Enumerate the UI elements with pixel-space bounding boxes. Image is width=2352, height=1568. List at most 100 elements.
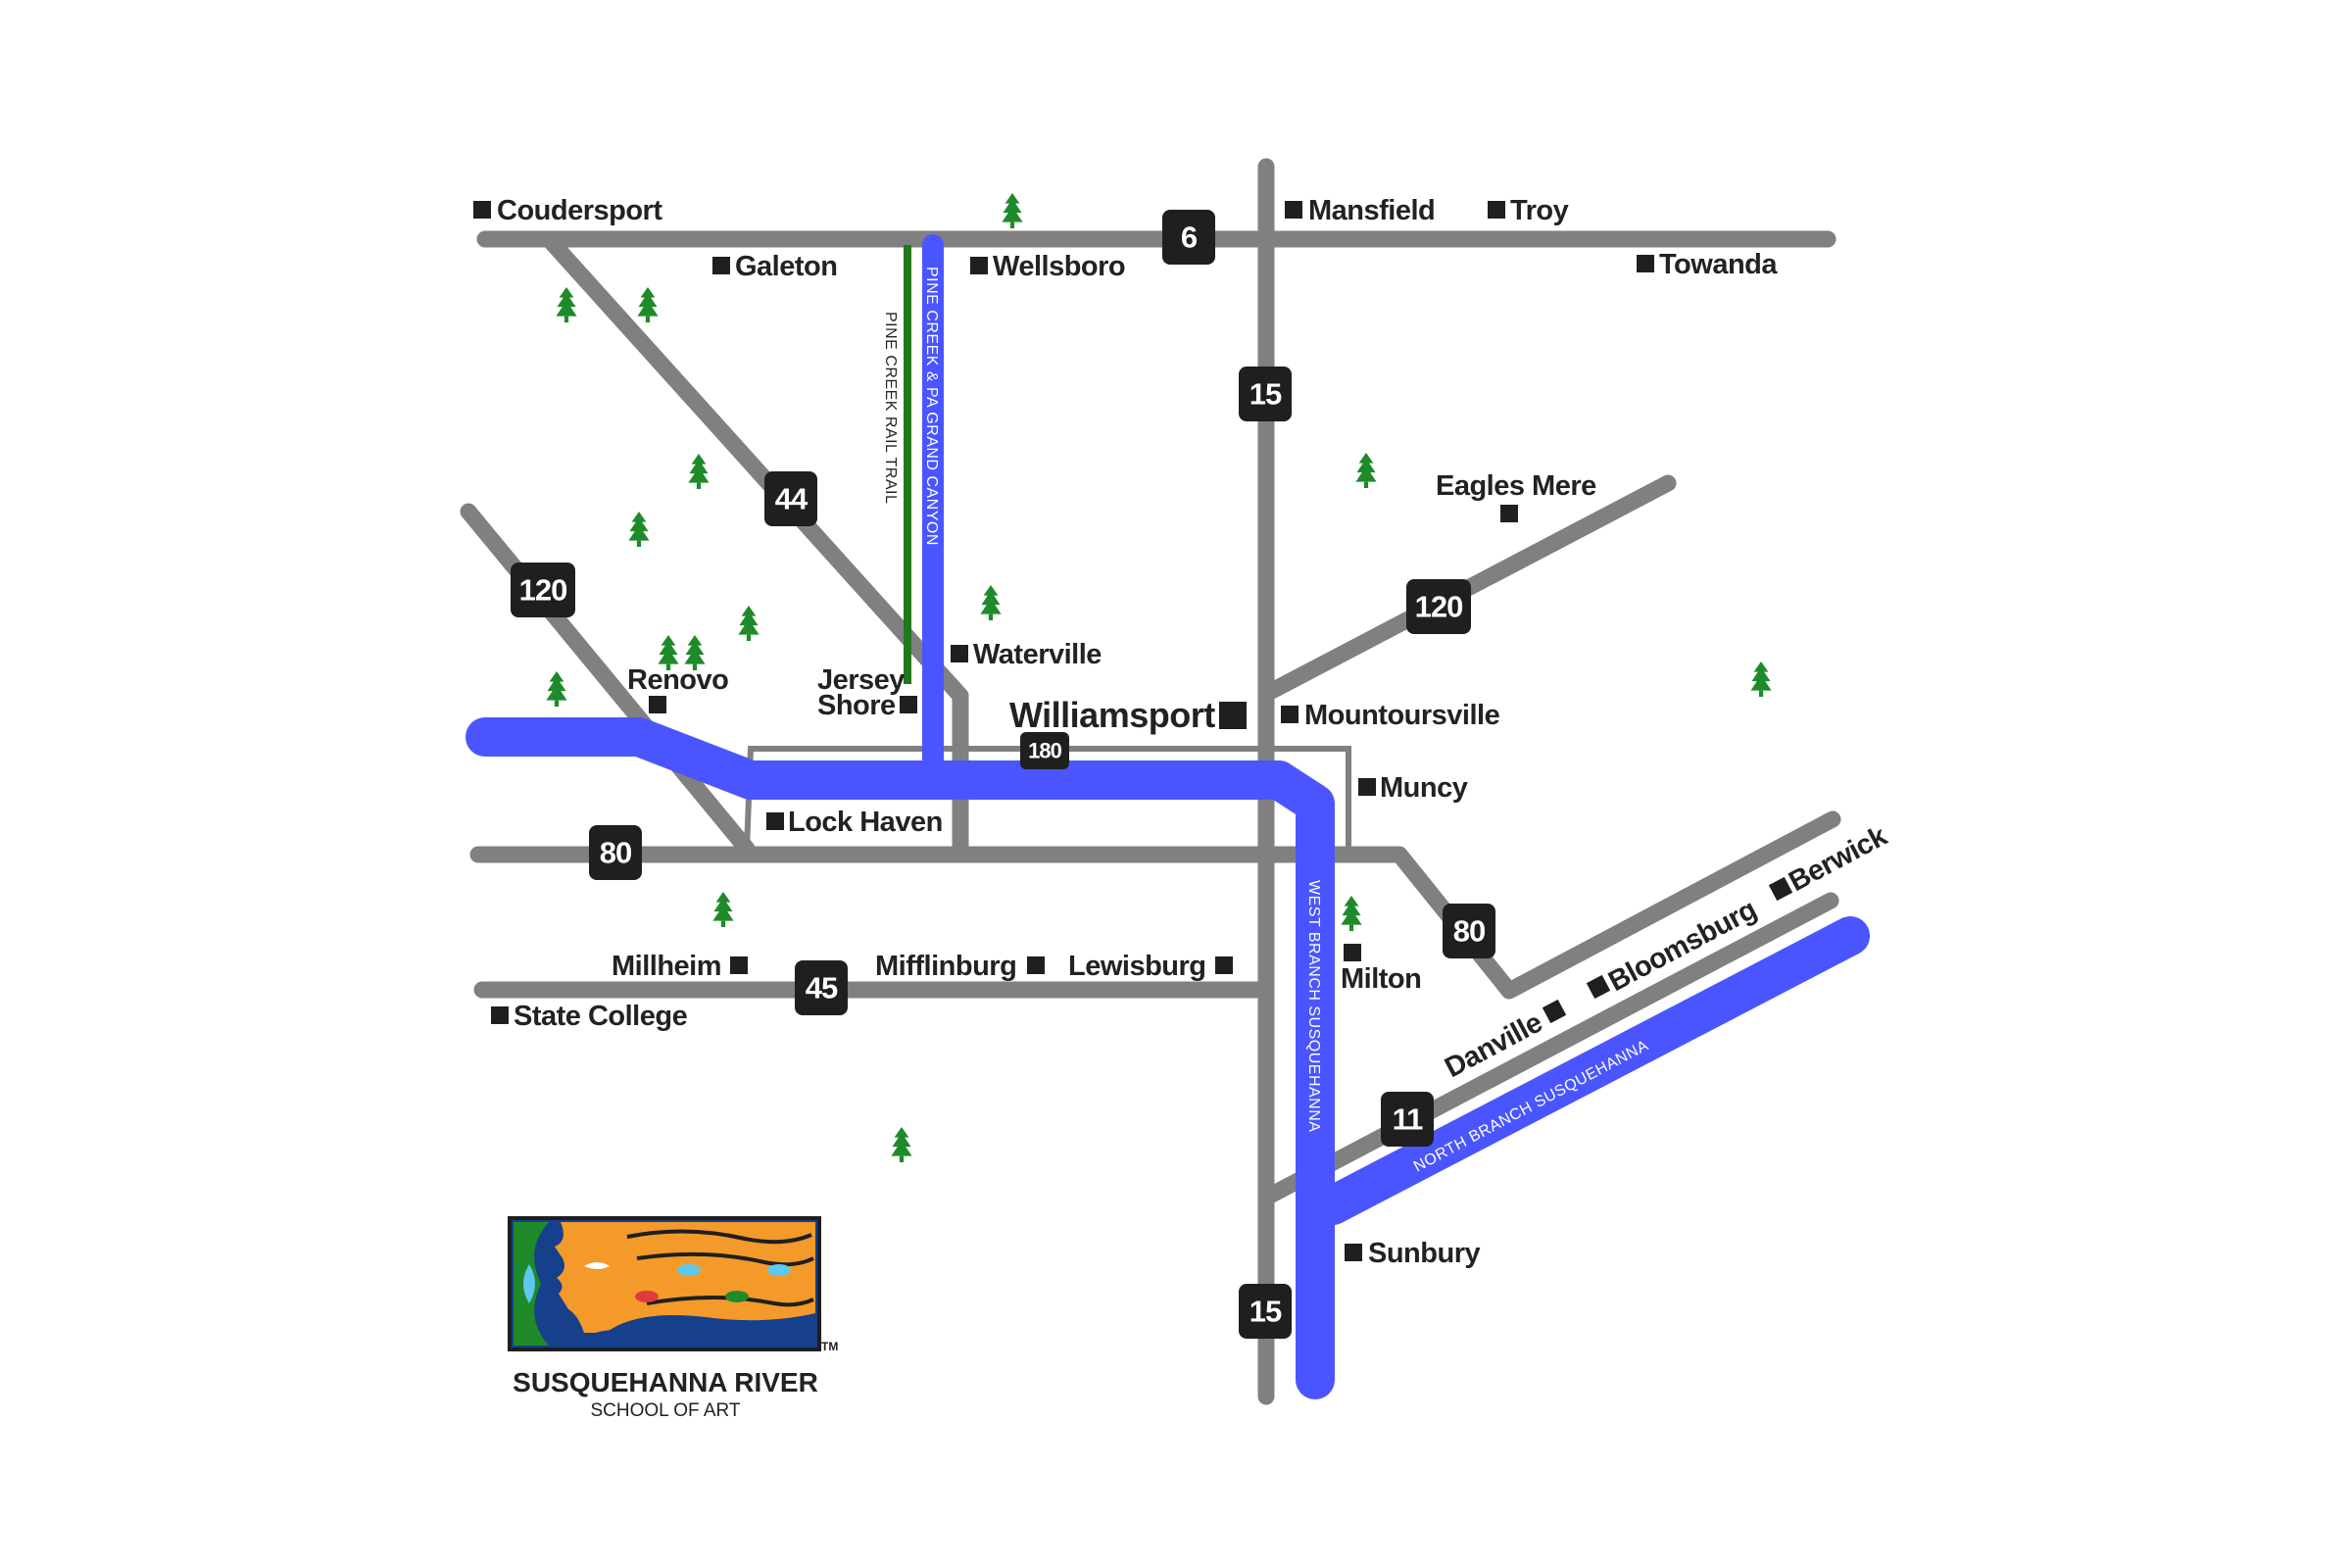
route-180-number: 180	[1028, 739, 1061, 763]
route-11-shield: 11	[1381, 1092, 1434, 1147]
town-marker	[1358, 778, 1376, 796]
town-marker	[1488, 201, 1505, 219]
town-marker	[1219, 702, 1247, 729]
town-eagles-mere: Eagles Mere	[1436, 470, 1596, 502]
route-80-west-number: 80	[600, 836, 631, 870]
town-mifflinburg: Mifflinburg	[875, 951, 1016, 982]
town-williamsport: Williamsport	[1009, 695, 1215, 735]
town-mansfield: Mansfield	[1308, 195, 1435, 226]
town-marker	[1768, 876, 1793, 902]
town-marker	[970, 257, 988, 274]
fish-icon	[677, 1264, 701, 1276]
town-coudersport: Coudersport	[497, 195, 662, 226]
logo-hair-lines	[626, 1229, 814, 1307]
route-shields: 6 15 44 120 120 180 80 80	[511, 210, 1495, 1339]
town-marker	[1637, 255, 1654, 272]
tree-icon	[546, 671, 567, 707]
route-15-south-number: 15	[1250, 1295, 1282, 1329]
west-branch-label: WEST BRANCH SUSQUEHANNA	[1305, 880, 1322, 1132]
logo-face	[555, 1222, 815, 1333]
town-montoursville: Mountoursville	[1304, 700, 1500, 731]
town-state-college: State College	[514, 1001, 688, 1032]
tree-icon	[628, 512, 650, 547]
route-15-north-number: 15	[1250, 377, 1282, 412]
tree-icon	[712, 892, 734, 927]
town-marker	[1344, 944, 1361, 961]
route-120-east-shield: 120	[1406, 579, 1471, 634]
town-marker	[473, 201, 491, 219]
fish-icon	[725, 1291, 749, 1302]
waterways	[466, 234, 1870, 1399]
town-wellsboro: Wellsboro	[993, 251, 1125, 282]
route-44-number: 44	[775, 482, 808, 516]
fish-icon	[767, 1264, 791, 1276]
tree-icon	[738, 606, 760, 641]
town-marker	[730, 956, 748, 974]
route-44-road	[540, 230, 969, 705]
rail-trail-label: PINE CREEK RAIL TRAIL	[882, 312, 899, 504]
route-120-west-number: 120	[519, 573, 567, 608]
town-marker	[1281, 706, 1298, 723]
logo-title: SUSQUEHANNA RIVER	[513, 1367, 818, 1397]
town-muncy: Muncy	[1380, 772, 1468, 804]
town-markers	[473, 201, 1793, 1261]
tree-icon	[688, 454, 710, 489]
route-45-shield: 45	[795, 960, 848, 1015]
route-11-road	[1257, 892, 1839, 1206]
tree-icon	[556, 287, 577, 322]
town-milton: Milton	[1341, 963, 1421, 995]
tree-icon	[1002, 193, 1023, 228]
north-branch-susquehanna-river	[1296, 916, 1870, 1225]
forest-trees	[546, 193, 1772, 1162]
school-logo: TM SUSQUEHANNA RIVER SCHOOL OF ART	[508, 1216, 838, 1421]
town-marker	[1285, 201, 1302, 219]
town-galeton: Galeton	[735, 251, 837, 282]
route-80-east-shield: 80	[1443, 904, 1495, 958]
town-marker	[1215, 956, 1233, 974]
route-80-west-shield: 80	[589, 825, 642, 880]
route-15-north-shield: 15	[1239, 367, 1292, 421]
town-marker	[491, 1006, 509, 1024]
town-marker	[1345, 1244, 1362, 1261]
town-marker	[900, 696, 917, 713]
town-marker	[649, 696, 666, 713]
town-marker	[1027, 956, 1045, 974]
tree-icon	[891, 1127, 912, 1162]
fish-icon	[635, 1291, 659, 1302]
logo-eye	[584, 1262, 610, 1269]
route-6-number: 6	[1181, 220, 1198, 255]
town-lock-haven: Lock Haven	[788, 807, 943, 838]
town-towanda: Towanda	[1659, 249, 1778, 280]
town-millheim: Millheim	[612, 951, 721, 982]
tree-icon	[980, 585, 1002, 620]
route-120-west-shield: 120	[511, 563, 575, 617]
town-marker	[766, 812, 784, 830]
logo-left-wave-light	[523, 1264, 535, 1303]
town-marker	[1586, 974, 1611, 1000]
logo-trademark: TM	[821, 1340, 838, 1353]
town-lewisburg: Lewisburg	[1068, 951, 1206, 982]
town-jersey-shore-line1: Jersey	[817, 664, 905, 696]
tree-icon	[1750, 662, 1772, 697]
route-180-shield: 180	[1020, 732, 1069, 769]
town-troy: Troy	[1510, 195, 1569, 226]
route-6-shield: 6	[1162, 210, 1215, 265]
town-renovo: Renovo	[627, 664, 728, 696]
tree-icon	[1355, 453, 1377, 488]
route-120-east-number: 120	[1415, 590, 1463, 624]
town-marker	[951, 645, 968, 662]
town-marker	[1500, 505, 1518, 522]
town-marker	[1542, 999, 1567, 1024]
route-44-shield: 44	[764, 471, 817, 526]
pine-creek-label: PINE CREEK & PA GRAND CANYON	[923, 267, 940, 546]
tree-icon	[1341, 896, 1362, 931]
logo-water	[588, 1329, 815, 1346]
town-jersey-shore-line2: Shore	[817, 690, 896, 721]
town-labels: Coudersport Galeton Wellsboro Mansfield …	[497, 195, 1893, 1269]
town-waterville: Waterville	[973, 639, 1102, 670]
route-15-south-shield: 15	[1239, 1284, 1292, 1339]
west-branch-susquehanna-river	[466, 717, 1335, 1399]
logo-subtitle: SCHOOL OF ART	[590, 1400, 740, 1421]
town-sunbury: Sunbury	[1368, 1238, 1480, 1269]
